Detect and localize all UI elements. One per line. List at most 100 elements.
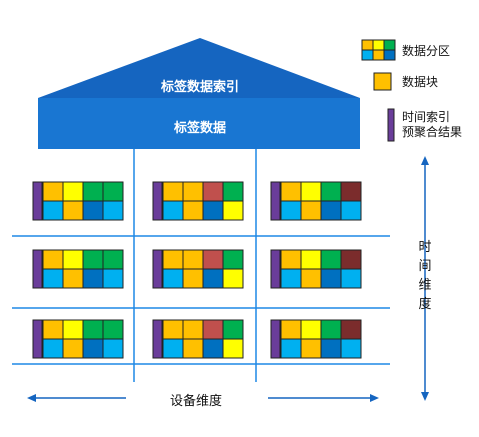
data-block: [300, 181, 322, 202]
data-block: [222, 200, 244, 221]
data-block: [82, 249, 104, 270]
data-block: [162, 249, 184, 270]
data-block: [280, 200, 302, 221]
data-block: [320, 181, 342, 202]
data-block: [182, 268, 204, 289]
data-block: [162, 200, 184, 221]
data-block: [42, 249, 64, 270]
data-block: [62, 249, 84, 270]
roof-title: 标签数据索引: [160, 80, 239, 95]
data-block: [102, 249, 124, 270]
data-partition: [270, 181, 362, 221]
data-block: [182, 181, 204, 202]
data-block: [280, 181, 302, 202]
data-block: [340, 268, 362, 289]
data-block: [42, 181, 64, 202]
data-block: [222, 268, 244, 289]
data-block: [320, 200, 342, 221]
data-block: [340, 319, 362, 340]
data-block: [102, 319, 124, 340]
data-block: [320, 268, 342, 289]
data-block: [202, 249, 224, 270]
roof-triangle: [38, 38, 360, 98]
legend-partition-label: 数据分区: [402, 44, 451, 58]
time-axis-char: 度: [418, 297, 432, 312]
data-block: [102, 200, 124, 221]
data-block: [162, 268, 184, 289]
data-block: [62, 338, 84, 359]
time-axis-char: 时: [418, 240, 432, 255]
data-partition: [32, 181, 124, 221]
data-block: [182, 200, 204, 221]
data-block: [162, 319, 184, 340]
data-partition: [32, 249, 124, 289]
data-block: [340, 338, 362, 359]
device-axis-label: 设备维度: [170, 394, 223, 409]
data-block: [300, 268, 322, 289]
data-block: [202, 319, 224, 340]
time-index-bar: [152, 249, 163, 289]
legend-partition-cell: [372, 39, 385, 51]
partition-grid: [32, 181, 362, 359]
data-block: [182, 319, 204, 340]
data-block: [222, 181, 244, 202]
legend-partition-cell: [361, 39, 374, 51]
time-index-bar: [270, 181, 281, 221]
data-block: [62, 268, 84, 289]
data-partition: [152, 249, 244, 289]
data-block: [280, 249, 302, 270]
legend-partition-cell: [372, 49, 385, 61]
data-block: [202, 181, 224, 202]
time-axis-char: 维: [418, 278, 432, 293]
time-index-bar: [270, 249, 281, 289]
time-index-bar: [32, 181, 43, 221]
band-title: 标签数据: [173, 121, 226, 136]
data-block: [102, 181, 124, 202]
data-block: [340, 200, 362, 221]
time-index-bar: [152, 319, 163, 359]
data-block: [42, 200, 64, 221]
data-block: [202, 200, 224, 221]
legend-partition-cell: [361, 49, 374, 61]
data-block: [82, 319, 104, 340]
time-index-bar: [270, 319, 281, 359]
data-partition: [152, 181, 244, 221]
data-block: [82, 268, 104, 289]
data-block: [82, 200, 104, 221]
data-block: [300, 319, 322, 340]
data-block: [320, 319, 342, 340]
data-block: [300, 200, 322, 221]
legend-index-label-line1: 时间索引: [402, 110, 451, 124]
data-block: [182, 249, 204, 270]
data-partition: [32, 319, 124, 359]
data-partition: [270, 319, 362, 359]
legend-partition-cell: [383, 39, 396, 51]
legend-block-icon: [373, 72, 392, 91]
data-block: [280, 338, 302, 359]
data-block: [182, 338, 204, 359]
time-axis-label: 时 间 维 度: [417, 238, 433, 314]
data-block: [42, 268, 64, 289]
data-block: [102, 338, 124, 359]
time-index-bar: [152, 181, 163, 221]
data-block: [222, 319, 244, 340]
device-axis-arrow: [27, 394, 379, 402]
data-block: [162, 181, 184, 202]
data-block: [42, 338, 64, 359]
data-block: [202, 338, 224, 359]
data-partition: [152, 319, 244, 359]
data-block: [102, 268, 124, 289]
time-index-bar: [32, 249, 43, 289]
data-block: [162, 338, 184, 359]
data-block: [82, 181, 104, 202]
data-block: [300, 249, 322, 270]
legend-index-label-line2: 预聚合结果: [402, 125, 463, 139]
data-block: [222, 338, 244, 359]
legend-index-icon: [387, 108, 395, 142]
data-block: [42, 319, 64, 340]
data-block: [340, 249, 362, 270]
data-block: [340, 181, 362, 202]
grid-lines: [12, 149, 390, 382]
label-data-band: [38, 98, 360, 149]
